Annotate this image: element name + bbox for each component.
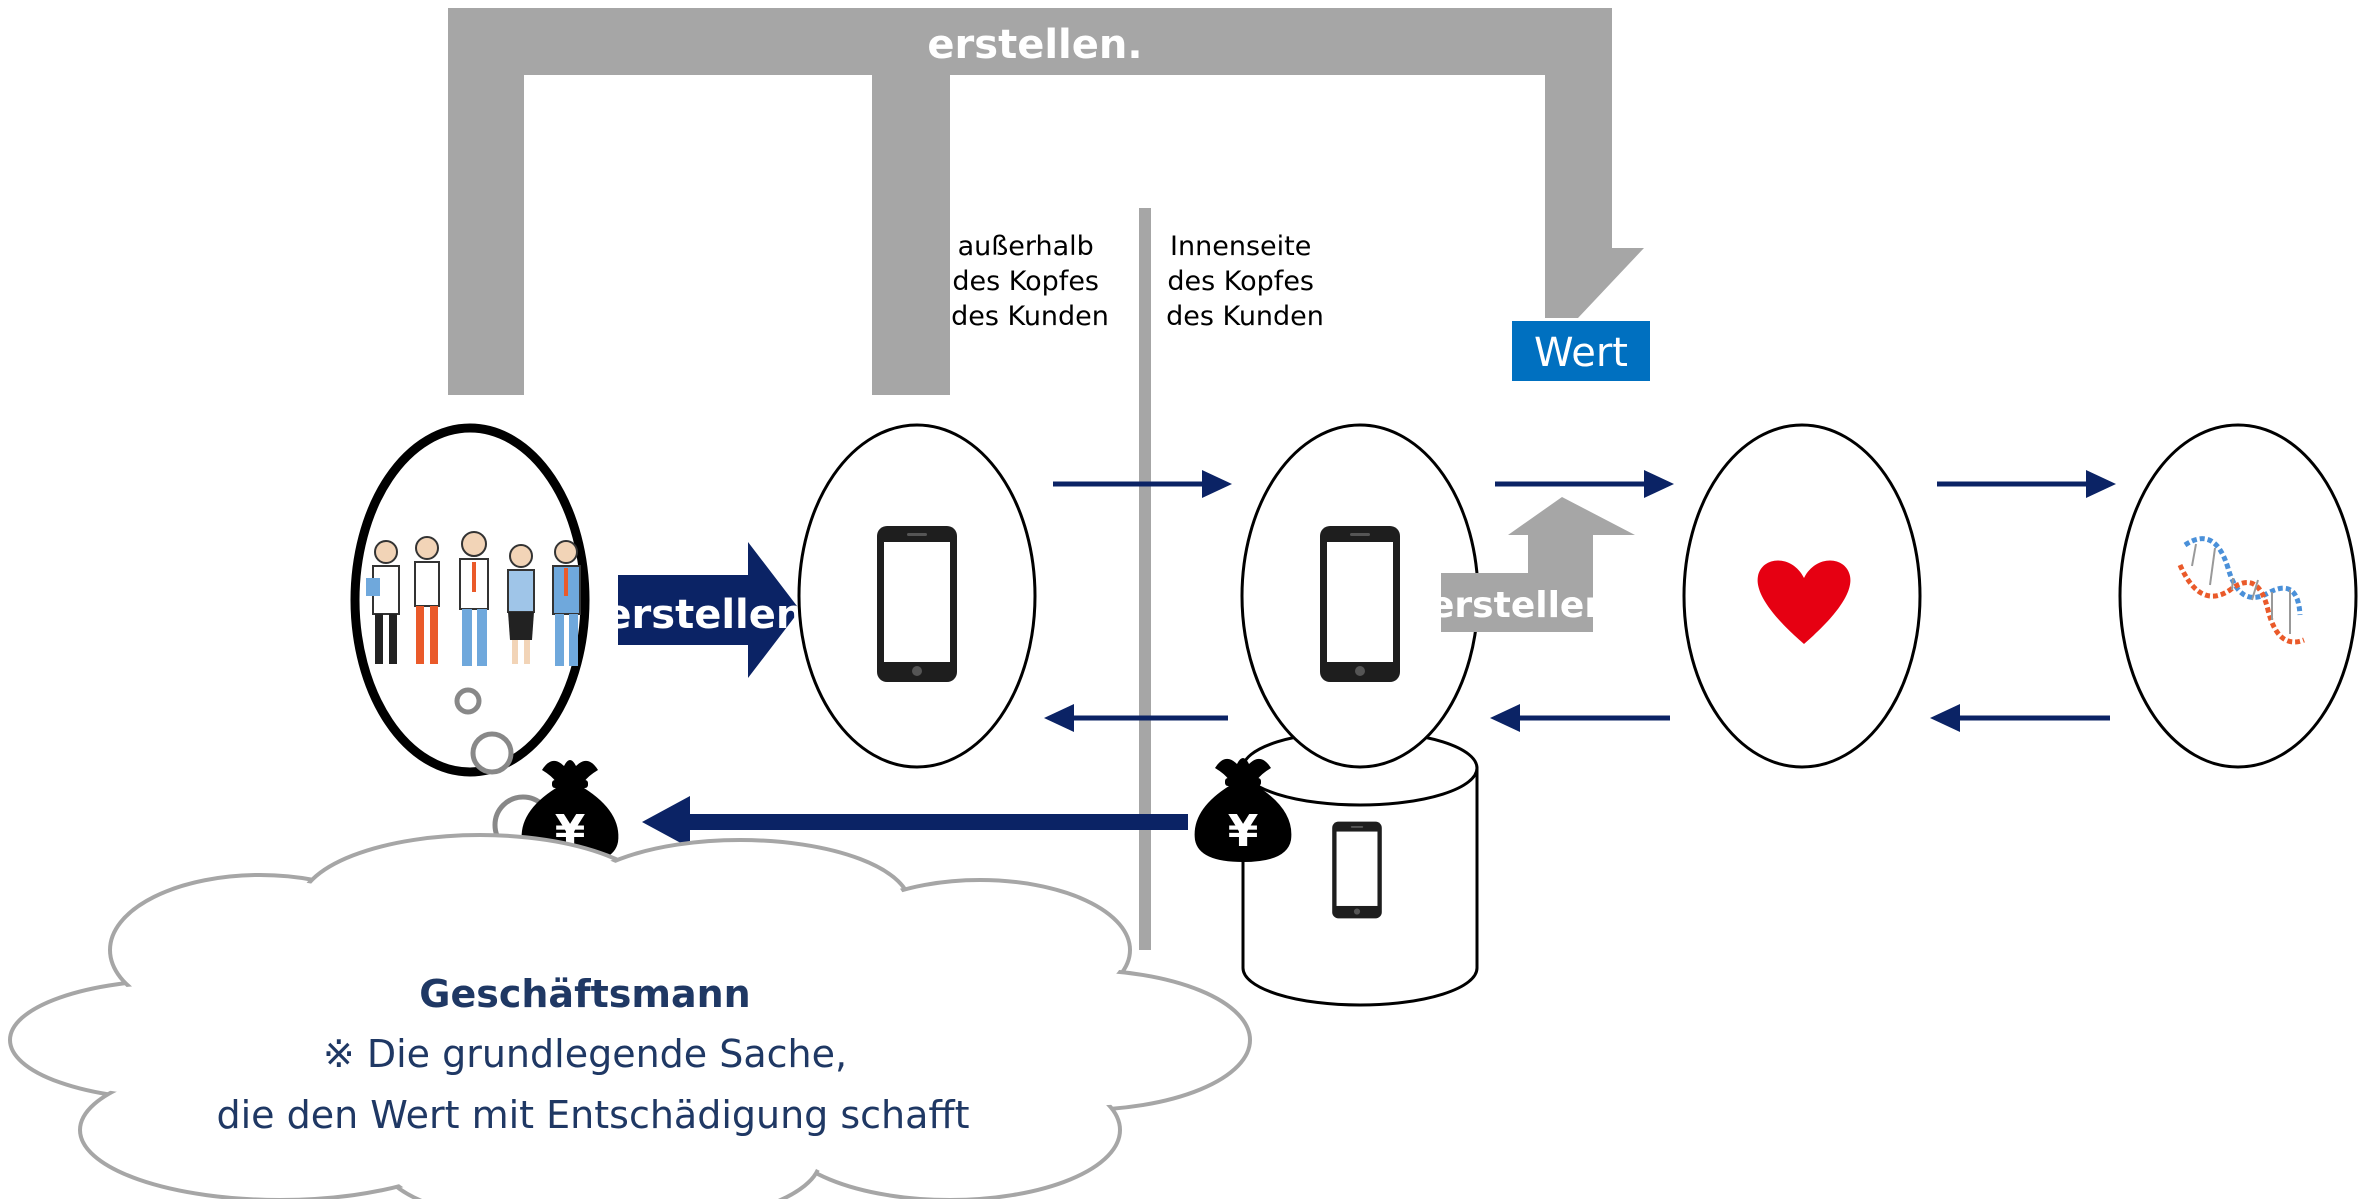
dna-bubble bbox=[2118, 423, 2358, 769]
people-group-icon bbox=[366, 531, 581, 666]
cylinder-smartphone-icon bbox=[1332, 821, 1382, 919]
head-boundary-line bbox=[1139, 208, 1151, 950]
inside-head-label: Innenseite des Kopfes des Kunden bbox=[1166, 231, 1324, 332]
heart-icon bbox=[1757, 560, 1851, 644]
thought-dot-medium bbox=[470, 731, 514, 775]
cloud-title: Geschäftsmann bbox=[419, 972, 750, 1016]
money-bag-yen-icon-right: ¥ bbox=[1194, 758, 1292, 862]
create-arrow-gray: erstellen bbox=[1430, 497, 1635, 632]
businessman-cloud: Geschäftsmann ※ Die grundlegende Sache, … bbox=[8, 833, 1252, 1199]
value-box bbox=[1512, 321, 1650, 381]
people-bubble bbox=[350, 423, 590, 856]
money-flow bbox=[642, 796, 1188, 848]
svg-text:¥: ¥ bbox=[1228, 806, 1259, 857]
create-arrow-navy: erstellen. bbox=[604, 542, 820, 678]
cloud-line-1: ※ Die grundlegende Sache, bbox=[323, 1032, 847, 1076]
create-bracket-label: erstellen. bbox=[927, 22, 1142, 68]
create-arrow-navy-label: erstellen. bbox=[604, 592, 819, 638]
smartphone-icon-inside bbox=[1320, 526, 1400, 682]
data-cylinder bbox=[1241, 729, 1479, 1007]
flow-arrows bbox=[1044, 470, 2116, 732]
thought-dot-small bbox=[454, 687, 482, 715]
smartphone-icon bbox=[877, 526, 957, 682]
create-bracket: erstellen. bbox=[448, 8, 1644, 395]
cloud-line-2: die den Wert mit Entschädigung schafft bbox=[216, 1093, 969, 1137]
value-box-label: Wert bbox=[1534, 330, 1628, 376]
outside-head-label: außerhalb des Kopfes des Kunden bbox=[951, 231, 1109, 332]
dna-helix-icon bbox=[2177, 536, 2305, 645]
create-arrow-gray-label: erstellen bbox=[1430, 585, 1610, 626]
